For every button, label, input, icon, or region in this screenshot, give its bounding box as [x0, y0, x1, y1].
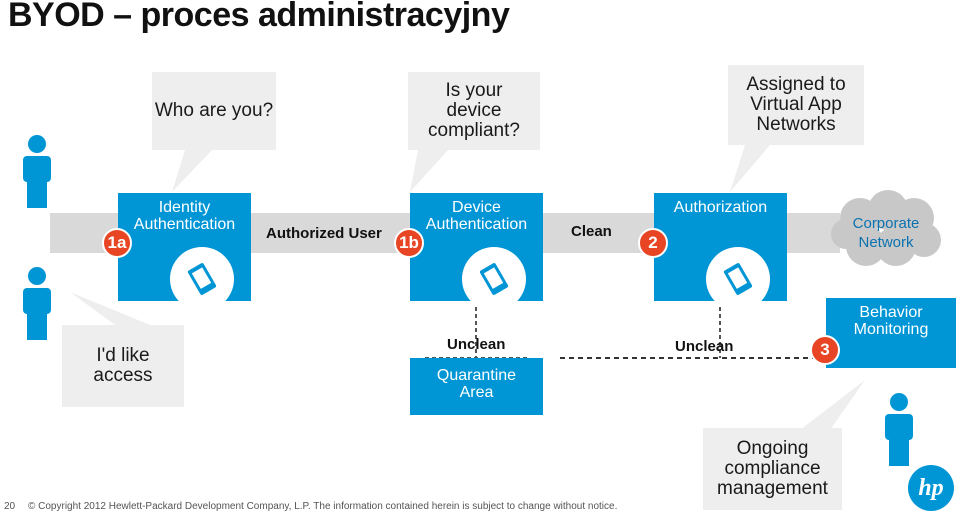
callout-access-text: I'd like access [93, 345, 153, 386]
badge-1a: 1a [102, 228, 132, 258]
box-behavior-label: Behavior Monitoring [853, 304, 929, 338]
callout-assigned-text: Assigned to Virtual App Networks [746, 74, 846, 135]
phone-icon [170, 247, 234, 311]
label-unclean-quarantine: Unclean [447, 336, 506, 353]
box-behavior: Behavior Monitoring [826, 298, 956, 368]
person-icon [23, 267, 51, 340]
box-device: Device Authentication [410, 193, 543, 311]
tail-compliant [410, 150, 448, 192]
box-device-label: Device Authentication [425, 199, 528, 233]
callout-who-text: Who are you? [154, 100, 274, 121]
hp-logo: hp [908, 465, 954, 511]
cloud-icon [831, 190, 941, 266]
badge-3: 3 [810, 335, 840, 365]
copyright: © Copyright 2012 Hewlett-Packard Develop… [28, 501, 618, 512]
tail-ongoing [800, 380, 865, 430]
callout-ongoing-text: Ongoing compliance management [717, 438, 828, 499]
box-identity-label: Identity Authentication [133, 199, 236, 233]
label-unclean-monitoring: Unclean [675, 338, 734, 355]
label-clean: Clean [571, 223, 612, 240]
tail-who [172, 150, 212, 192]
page-title: BYOD – proces administracyjny [8, 0, 510, 34]
box-authorization-label: Authorization [673, 199, 768, 216]
callout-who: Who are you? [152, 72, 276, 150]
callout-compliant-text: Is your device compliant? [428, 80, 520, 141]
box-quarantine: Quarantine Area [410, 358, 543, 415]
badge-1b: 1b [394, 228, 424, 258]
callout-assigned: Assigned to Virtual App Networks [728, 65, 864, 145]
callout-ongoing: Ongoing compliance management [703, 428, 842, 510]
box-quarantine-label: Quarantine Area [436, 367, 517, 401]
box-identity: Identity Authentication [118, 193, 251, 311]
person-icon [885, 393, 913, 466]
cloud-label: Corporate Network [852, 215, 920, 251]
phone-icon [706, 247, 770, 311]
person-icon [23, 135, 51, 208]
tail-access [70, 292, 150, 325]
label-authorized-user: Authorized User [266, 225, 382, 242]
box-authorization: Authorization [654, 193, 787, 311]
phone-icon [462, 247, 526, 311]
badge-2: 2 [638, 228, 668, 258]
page-number: 20 [4, 501, 16, 512]
callout-compliant: Is your device compliant? [408, 72, 540, 150]
tail-assigned [730, 145, 770, 192]
hp-logo-text: hp [918, 474, 944, 501]
callout-access: I'd like access [62, 325, 184, 407]
